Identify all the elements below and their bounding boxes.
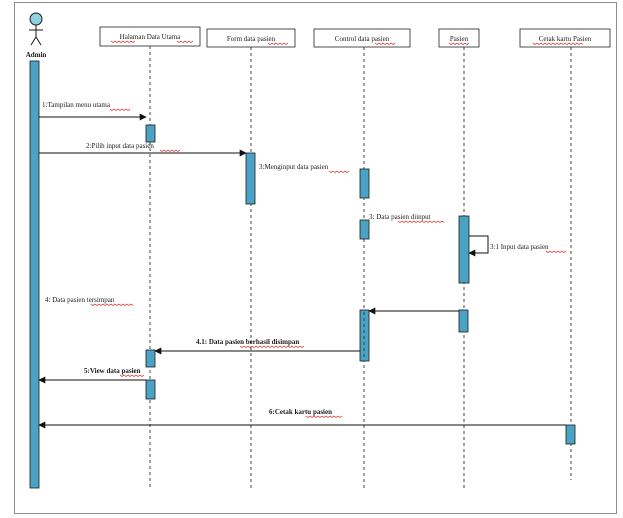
pasien-activation-bar	[458, 215, 470, 284]
control-activation-bar	[359, 219, 370, 240]
actor-label: Admin	[26, 51, 47, 59]
halaman-activation-bar	[145, 349, 156, 368]
participant-label: Cetak kartu Pasien	[539, 35, 592, 43]
spellcheck-underline	[159, 149, 181, 152]
spellcheck-underline	[305, 415, 343, 418]
form-activation-bar	[245, 152, 256, 205]
actor-head	[29, 12, 43, 26]
message-label: 1:Tampilan menu utama	[42, 101, 111, 109]
pasien-activation-bar	[458, 309, 469, 333]
spellcheck-underline	[545, 250, 567, 253]
message-label: 4.1: Data pasien berhasil disimpan	[196, 338, 299, 346]
message-label: 3:1 Input data pasien	[490, 243, 549, 251]
spellcheck-underline	[374, 42, 396, 45]
participant-box	[313, 28, 411, 48]
actor-left-leg	[30, 36, 37, 46]
participant-label: Form data pasien	[227, 35, 276, 43]
spellcheck-underline	[109, 108, 131, 111]
spellcheck-underline	[448, 42, 470, 45]
spellcheck-underline	[239, 345, 305, 348]
message-label: 4: Data pasien tersimpan	[45, 296, 115, 304]
self-call-arrow	[468, 235, 489, 257]
spellcheck-underline	[119, 374, 145, 377]
participant-label: Pasien	[450, 35, 469, 43]
participant-cetak-kartu-pasien: Cetak kartu Pasien	[519, 28, 611, 48]
message-label: 3: Data pasien diinput	[369, 213, 431, 221]
spellcheck-underline	[176, 40, 194, 43]
participant-label: Halaman Data Utama	[120, 33, 182, 41]
halaman-activation-bar	[145, 379, 156, 400]
cetak-activation-bar	[565, 424, 576, 445]
spellcheck-underline	[328, 170, 350, 173]
spellcheck-underline	[397, 220, 445, 223]
actor-admin: Admin	[26, 12, 47, 59]
admin-activation-bar	[29, 60, 40, 489]
message-label: 3:Menginput data pasien	[259, 163, 329, 171]
participant-box	[519, 28, 611, 48]
participant-control-data-pasien: Control data pasien	[313, 28, 411, 48]
spellcheck-underline	[532, 42, 584, 45]
control-activation-bar	[359, 168, 370, 199]
halaman-activation-bar	[145, 124, 156, 143]
message-label: 5:View data pasien	[84, 367, 141, 375]
participant-form-data-pasien: Form data pasien	[206, 28, 296, 48]
actor-right-leg	[35, 36, 42, 46]
spellcheck-underline	[110, 40, 136, 43]
message-label: 2:Pilih input data pasien	[86, 142, 154, 150]
participant-box	[438, 28, 480, 48]
spellcheck-underline	[267, 42, 289, 45]
participant-pasien: Pasien	[438, 28, 480, 48]
spellcheck-underline	[90, 303, 134, 306]
diagram-frame	[14, 2, 617, 514]
participant-label: Control data pasien	[335, 35, 390, 43]
message-label: 6:Cetak kartu pasien	[269, 408, 332, 416]
control-activation-bar	[359, 309, 370, 362]
participant-halaman-data-utama: Halaman Data Utama	[99, 26, 201, 47]
